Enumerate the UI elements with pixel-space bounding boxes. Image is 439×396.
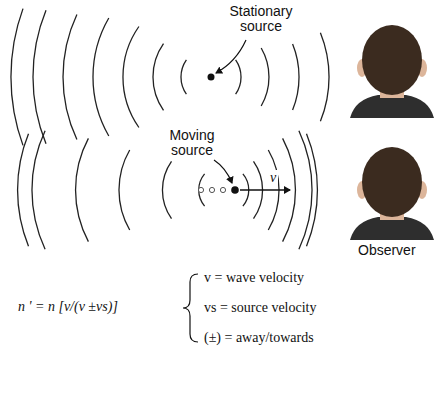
- leader-line: [216, 40, 246, 73]
- leader-line: [214, 160, 232, 183]
- observer-head: [350, 25, 434, 118]
- legend-note: (±) = away/towards: [204, 330, 314, 346]
- part-label: Moving source: [152, 128, 232, 158]
- legend-note: v = wave velocity: [204, 270, 304, 286]
- source-trail: [198, 187, 225, 192]
- moving-source-dot: [231, 186, 239, 194]
- stationary-source-dot: [208, 74, 215, 81]
- observer-head: [350, 147, 434, 240]
- velocity-arrow: [240, 189, 290, 191]
- part-label: Stationary source: [222, 4, 300, 34]
- velocity-symbol: v: [268, 170, 278, 186]
- moving-wavefronts: [18, 131, 318, 249]
- formula: n ' = n [v/(v ±vs)]: [18, 299, 118, 315]
- legend-note: vs = source velocity: [204, 300, 316, 316]
- part-label: Observer: [358, 243, 416, 258]
- brace: [183, 274, 198, 342]
